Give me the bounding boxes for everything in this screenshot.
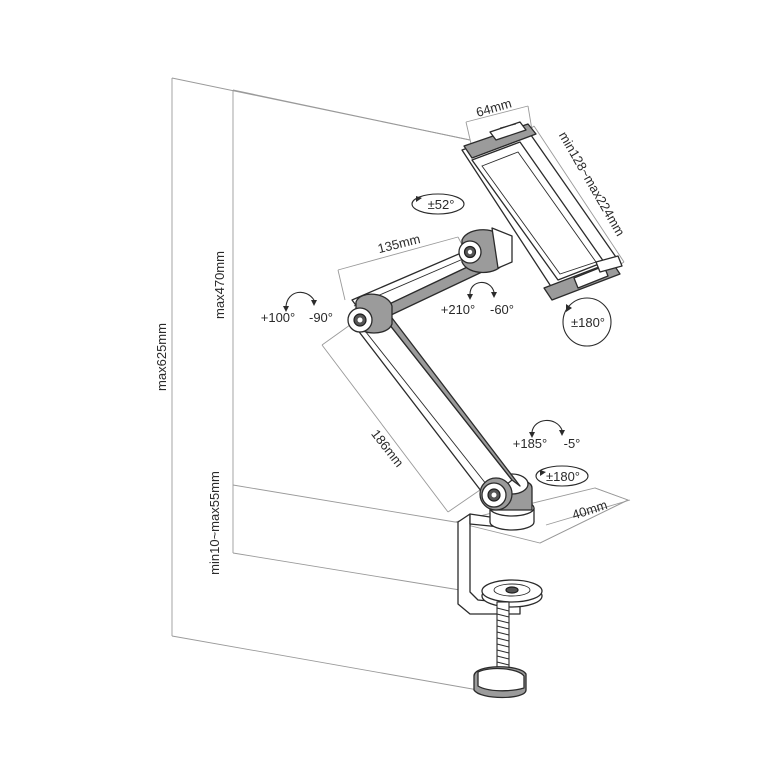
tablet-holder (461, 121, 623, 301)
total-height-label: max625mm (154, 323, 169, 391)
head-pos-label: +210° (441, 302, 475, 317)
elbow-joint (347, 293, 393, 334)
lower-arm-length-label: 186mm (368, 427, 407, 470)
base-joint (479, 477, 513, 511)
desk-clamp (457, 513, 543, 699)
tilt-label: ±52° (428, 197, 455, 212)
clamp-range-label: min10~max55mm (207, 471, 222, 575)
head-joint (458, 227, 513, 274)
base-neg-label: -5° (564, 436, 581, 451)
elbow-pos-label: +100° (261, 310, 295, 325)
lower-arm (349, 309, 521, 501)
arm-height-label: max470mm (212, 251, 227, 319)
holder-depth-label: 64mm (474, 95, 513, 119)
rotation-arrows (283, 193, 612, 487)
elbow-neg-label: -90° (309, 310, 333, 325)
base-pos-label: +185° (513, 436, 547, 451)
base-swivel-label: ±180° (546, 469, 580, 484)
holder-rotation-label: ±180° (571, 315, 605, 330)
head-neg-label: -60° (490, 302, 514, 317)
upper-arm-length-label: 135mm (376, 231, 422, 256)
